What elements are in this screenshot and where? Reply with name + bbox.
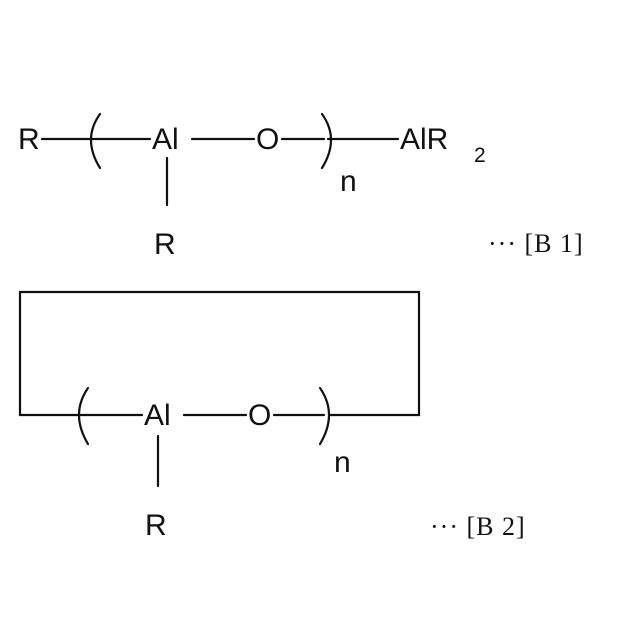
formula-b1: R Al O n AlR 2 R ··· [B 1] bbox=[18, 114, 584, 261]
formula-b2: Al O n R ··· [B 2] bbox=[20, 292, 526, 542]
b1-end-group: AlR bbox=[400, 123, 448, 156]
b1-repeat-oxygen: O bbox=[256, 123, 279, 156]
b2-ring-bond bbox=[20, 292, 419, 415]
b2-repeat-metal: Al bbox=[144, 399, 171, 432]
b2-pendant-group: R bbox=[145, 509, 167, 542]
b1-pendant-group: R bbox=[154, 228, 176, 261]
b1-end-group-subscript: 2 bbox=[474, 144, 486, 167]
b1-right-paren bbox=[322, 114, 331, 168]
b2-repeat-oxygen: O bbox=[248, 399, 271, 432]
b1-repeat-subscript: n bbox=[340, 165, 357, 198]
b1-left-group: R bbox=[18, 123, 40, 156]
b1-left-paren bbox=[91, 114, 100, 168]
b2-repeat-subscript: n bbox=[334, 446, 351, 479]
b2-label: ··· [B 2] bbox=[430, 512, 526, 541]
b1-label: ··· [B 1] bbox=[488, 229, 584, 258]
b1-repeat-metal: Al bbox=[152, 123, 179, 156]
